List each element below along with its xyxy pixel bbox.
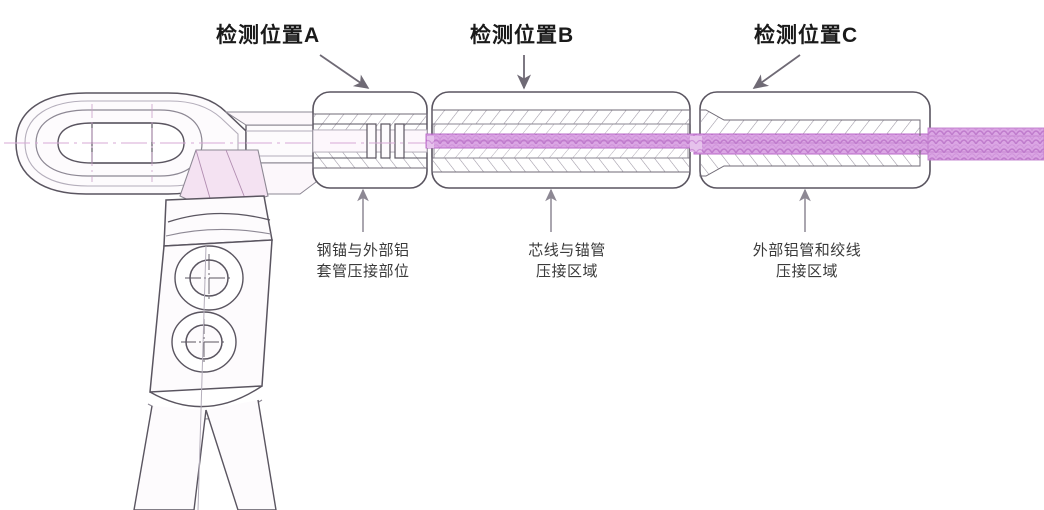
arrow-label-a [319, 54, 370, 89]
caption-position-b: 芯线与锚管 压接区域 [528, 242, 606, 280]
caption-position-a: 钢锚与外部铝 套管压接部位 [316, 242, 410, 280]
annotation-arrows [319, 54, 801, 90]
clevis-plate [133, 149, 277, 510]
label-detection-position-b: 检测位置B [470, 24, 575, 47]
label-detection-position-a: 检测位置A [216, 24, 321, 47]
label-detection-position-c: 检测位置C [754, 24, 859, 47]
caption-position-c: 外部铝管和绞线 压接区域 [752, 242, 862, 280]
caption-arrows [357, 188, 811, 232]
conductor-continuity-lines [427, 136, 702, 152]
sleeve-c-outer-aluminium-tube [693, 91, 933, 189]
sleeve-a-steel-anchor [312, 91, 436, 189]
stranded-conductor [927, 127, 1044, 161]
eye-end-fitting [4, 92, 250, 195]
sleeve-b-anchor-tube [425, 91, 696, 189]
eye-to-sleeve-neck [224, 111, 330, 195]
arrow-label-c [752, 54, 801, 89]
